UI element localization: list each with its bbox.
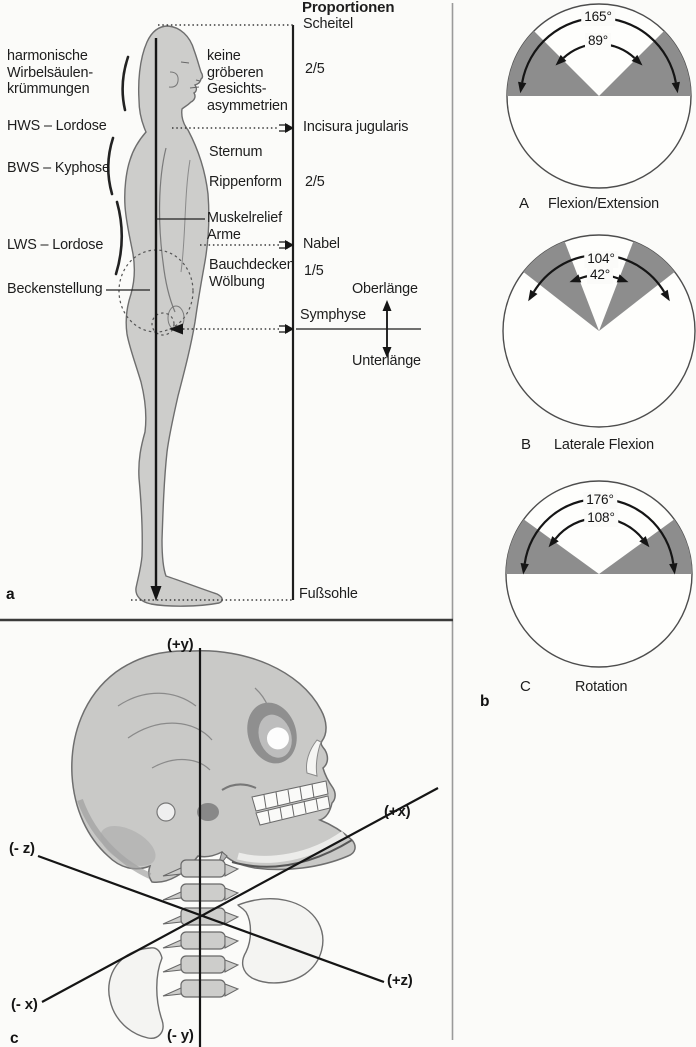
rom-c-letter: C xyxy=(520,678,531,695)
lower-bones xyxy=(108,898,324,1039)
leader-arrowheads xyxy=(169,123,294,335)
label-rippenform: Rippenform xyxy=(209,174,282,190)
label-lws-lordose: LWS – Lordose xyxy=(7,237,104,253)
label-fraction-upper: 2/5 xyxy=(305,61,325,77)
rom-a-letter: A xyxy=(519,195,529,212)
symphyse-arrow xyxy=(169,323,183,335)
coordinate-axes xyxy=(37,648,439,1047)
rom-b-label: Laterale Flexion xyxy=(554,437,654,453)
label-fraction-middle: 2/5 xyxy=(305,174,325,190)
label-scheitel: Scheitel xyxy=(303,16,353,32)
label-bauchdecken: Bauchdecken Wölbung xyxy=(209,257,295,290)
rom-circle-C xyxy=(505,480,693,668)
axis-label-pos-z: (+z) xyxy=(387,972,413,989)
rom-c-label: Rotation xyxy=(575,679,628,695)
axis-label-pos-x: (+x) xyxy=(384,803,411,820)
rom-circle-A xyxy=(506,3,692,189)
label-nabel: Nabel xyxy=(303,236,340,252)
skull-drawing xyxy=(71,649,356,883)
panel-letter-a: a xyxy=(6,586,15,603)
label-muskelrelief: Muskelrelief Arme xyxy=(207,210,282,243)
panel-letter-c: c xyxy=(10,1030,19,1047)
x-axis xyxy=(41,787,439,1003)
rom-c-inner-angle: 108° xyxy=(584,510,618,527)
label-bws-kyphose: BWS – Kyphose xyxy=(7,160,110,176)
axis-label-neg-y: (- y) xyxy=(167,1027,194,1044)
symphyse-measure xyxy=(296,300,421,358)
label-sternum: Sternum xyxy=(209,144,263,160)
spine-curvature-arcs xyxy=(106,55,130,276)
label-incisura-jugularis: Incisura jugularis xyxy=(303,119,409,135)
plumb-line xyxy=(150,38,162,601)
axis-label-neg-z: (- z) xyxy=(9,840,35,857)
label-beckenstellung: Beckenstellung xyxy=(7,281,103,297)
label-face-symmetry: keine gröberen Gesichts- asymmetrien xyxy=(207,48,288,114)
label-oberlaenge: Oberlänge xyxy=(352,281,418,297)
label-fusssohle: Fußsohle xyxy=(299,586,358,602)
nasal-aperture xyxy=(306,739,322,777)
rom-b-outer-angle: 104° xyxy=(584,251,618,268)
rom-a-inner-angle: 89° xyxy=(584,33,612,50)
axis-label-neg-x: (- x) xyxy=(11,996,38,1013)
teeth xyxy=(251,780,331,826)
label-hws-lordose: HWS – Lordose xyxy=(7,118,107,134)
eye-socket xyxy=(247,702,297,764)
axis-label-pos-y: (+y) xyxy=(167,636,194,653)
rom-c-outer-angle: 176° xyxy=(583,492,617,509)
label-fraction-lower: 1/5 xyxy=(304,263,324,279)
z-axis xyxy=(37,854,385,984)
label-symphyse: Symphyse xyxy=(300,307,366,323)
level-leader-lines xyxy=(131,24,293,601)
rom-a-outer-angle: 165° xyxy=(581,9,615,26)
proportions-header: Proportionen xyxy=(302,0,395,16)
label-unterlaenge: Unterlänge xyxy=(352,353,421,369)
rom-b-letter: B xyxy=(521,436,531,453)
rom-a-label: Flexion/Extension xyxy=(548,196,660,212)
rom-circle-B xyxy=(502,234,696,428)
rom-b-inner-angle: 42° xyxy=(586,267,614,284)
label-harmonic-curvature: harmonische Wirbelsäulen- krümmungen xyxy=(7,48,94,98)
panel-letter-b: b xyxy=(480,693,490,710)
